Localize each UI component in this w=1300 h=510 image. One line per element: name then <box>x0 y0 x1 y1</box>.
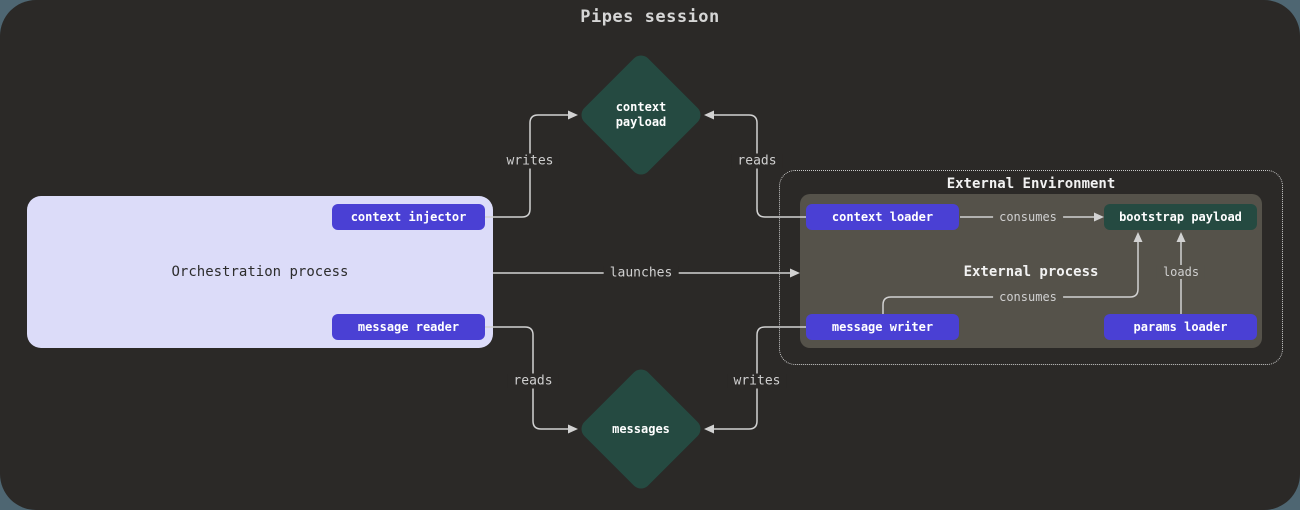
params-loader-node: params loader <box>1104 314 1257 340</box>
diagram-title: Pipes session <box>580 7 720 27</box>
edge-label-consumes-bottom: consumes <box>993 290 1063 304</box>
messages-node: messages <box>576 364 706 494</box>
external-environment-container: External Environment <box>779 170 1283 365</box>
context-payload-label-line1: context <box>615 100 667 114</box>
message-reader-node: message reader <box>332 314 485 340</box>
context-payload-label: context payload <box>616 100 667 130</box>
edge-label-loads: loads <box>1156 265 1206 279</box>
context-payload-node: context payload <box>576 50 706 180</box>
message-writer-node: message writer <box>806 314 959 340</box>
messages-label: messages <box>612 421 670 436</box>
context-payload-label-line2: payload <box>615 115 667 129</box>
edge-label-writes-top: writes <box>500 153 560 169</box>
external-environment-title: External Environment <box>946 176 1116 192</box>
orchestration-process-label: Orchestration process <box>171 264 349 280</box>
edge-label-writes-bottom: writes <box>727 373 787 389</box>
bootstrap-payload-node: bootstrap payload <box>1104 204 1257 230</box>
edge-label-reads-top: reads <box>731 153 783 169</box>
edge-label-reads-bottom: reads <box>507 373 559 389</box>
edge-label-launches: launches <box>603 265 679 281</box>
context-injector-node: context injector <box>332 204 485 230</box>
edge-label-consumes-top: consumes <box>993 210 1063 224</box>
context-loader-node: context loader <box>806 204 959 230</box>
